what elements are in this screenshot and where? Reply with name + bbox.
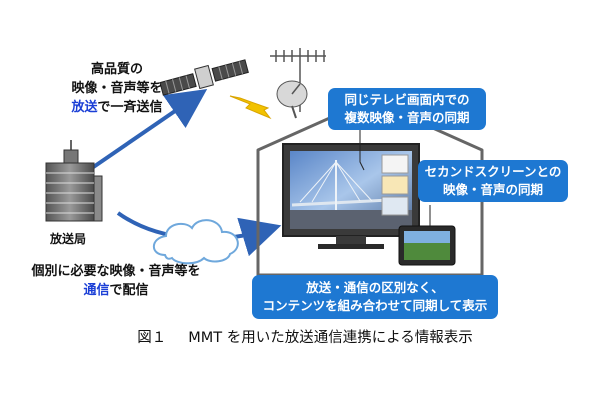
satellite-icon — [159, 59, 249, 96]
communication-description-line1: 個別に必要な映像・音声等を — [31, 264, 201, 279]
callout-second-screen-line2: 映像・音声の同期 — [442, 182, 543, 197]
broadcast-description: 高品質の 映像・音声等を 放送で一斉送信 — [62, 60, 172, 117]
figure-caption: 図１ MMT を用いた放送通信連携による情報表示 — [0, 326, 610, 347]
callout-combine-line2: コンテンツを組み合わせて同期して表示 — [262, 298, 488, 313]
broadcast-keyword: 放送 — [71, 100, 98, 115]
callout-tv-sync: 同じテレビ画面内での 複数映像・音声の同期 — [328, 88, 486, 130]
broadcast-arrow — [90, 88, 208, 170]
second-screen-tablet — [398, 225, 456, 266]
figure-caption-text: MMT を用いた放送通信連携による情報表示 — [188, 330, 473, 346]
callout-combine-line1: 放送・通信の区別なく、 — [306, 280, 444, 295]
signal-lightning-icon — [229, 95, 272, 120]
communication-description-line2-rest: で配信 — [109, 283, 149, 298]
satellite-dish-icon — [276, 80, 308, 119]
callout-tv-sync-line2: 複数映像・音声の同期 — [344, 110, 470, 125]
callout-tv-sync-line1: 同じテレビ画面内での — [344, 92, 470, 107]
figure-number: 図１ — [137, 330, 167, 346]
callout-second-screen-line1: セカンドスクリーンとの — [424, 164, 562, 179]
broadcast-station-building — [45, 140, 103, 222]
station-label: 放送局 — [50, 232, 87, 246]
communication-description-line2: 通信で配信 — [16, 281, 216, 300]
broadcast-description-line3-rest: で一斉送信 — [97, 100, 163, 115]
communication-description: 個別に必要な映像・音声等を 通信で配信 — [16, 262, 216, 300]
broadcast-description-line1: 高品質の — [90, 62, 143, 77]
television — [282, 143, 420, 249]
callout-combine: 放送・通信の区別なく、 コンテンツを組み合わせて同期して表示 — [252, 275, 498, 319]
broadcast-description-line2: 映像・音声等を — [71, 81, 163, 96]
callout-connector-tv — [359, 128, 365, 171]
broadcast-description-line3: 放送で一斉送信 — [62, 98, 172, 117]
communication-keyword: 通信 — [83, 283, 110, 298]
cloud-icon — [152, 219, 239, 265]
callout-second-screen: セカンドスクリーンとの 映像・音声の同期 — [418, 160, 568, 202]
